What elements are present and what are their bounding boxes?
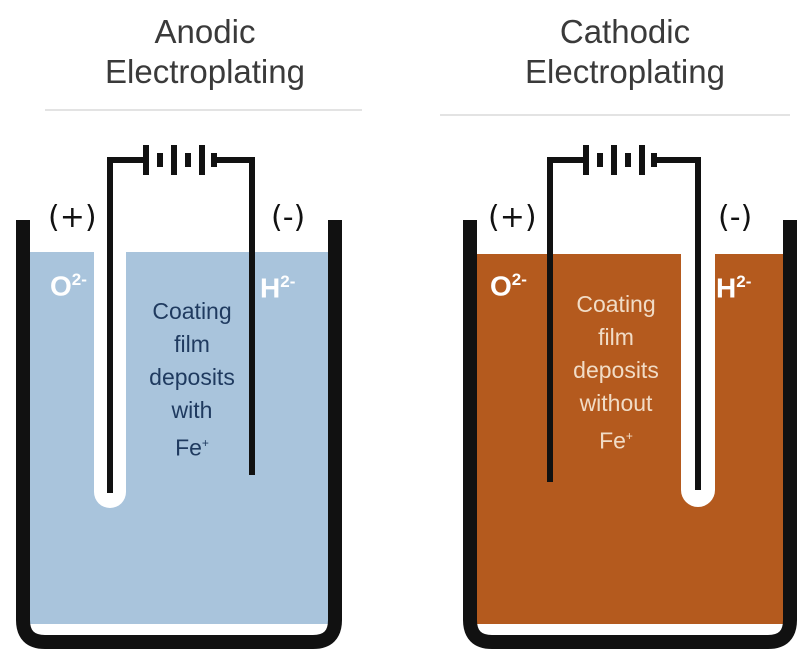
- cathodic-beaker-wall: [463, 220, 797, 649]
- cathodic-desc-line: deposits: [573, 357, 659, 383]
- cathodic-beaker: [463, 145, 797, 649]
- anodic-beaker: [16, 145, 342, 649]
- cathodic-desc-fe: Fe+: [599, 427, 633, 454]
- anodic-description: Coating film deposits with Fe+: [134, 295, 250, 465]
- cathodic-desc-line: without: [579, 390, 653, 416]
- anodic-title-line1: Anodic: [154, 13, 256, 50]
- anodic-desc-line: deposits: [149, 364, 235, 390]
- cathodic-title: Cathodic Electroplating: [460, 12, 790, 92]
- cathodic-oxygen-ion: O2-: [490, 270, 527, 302]
- cathodic-positive-label: (+): [488, 200, 537, 235]
- cathodic-description: Coating film deposits without Fe+: [556, 288, 676, 458]
- anodic-desc-fe: Fe+: [175, 434, 209, 461]
- anodic-title-line2: Electroplating: [105, 53, 305, 90]
- anodic-desc-line: film: [174, 331, 210, 357]
- anodic-beaker-wall: [16, 220, 342, 649]
- anodic-solution: [23, 252, 335, 624]
- battery-icon: [583, 145, 657, 175]
- anodic-desc-line: Coating: [152, 298, 232, 324]
- anodic-hydrogen-ion: H2-: [260, 272, 296, 304]
- anodic-positive-label: (+): [48, 200, 97, 235]
- anodic-negative-label: (-): [271, 200, 306, 235]
- cathodic-desc-line: Coating: [576, 291, 656, 317]
- anodic-desc-line: with: [171, 397, 213, 423]
- anodic-oxygen-ion: O2-: [50, 270, 87, 302]
- battery-icon: [143, 145, 217, 175]
- cathodic-hydrogen-ion: H2-: [716, 272, 752, 304]
- cathodic-negative-label: (-): [718, 200, 753, 235]
- anodic-title: Anodic Electroplating: [40, 12, 370, 92]
- cathodic-title-line1: Cathodic: [559, 13, 691, 50]
- cathodic-desc-line: film: [598, 324, 634, 350]
- cathodic-title-line2: Electroplating: [525, 53, 725, 90]
- cathodic-solution: [470, 254, 788, 624]
